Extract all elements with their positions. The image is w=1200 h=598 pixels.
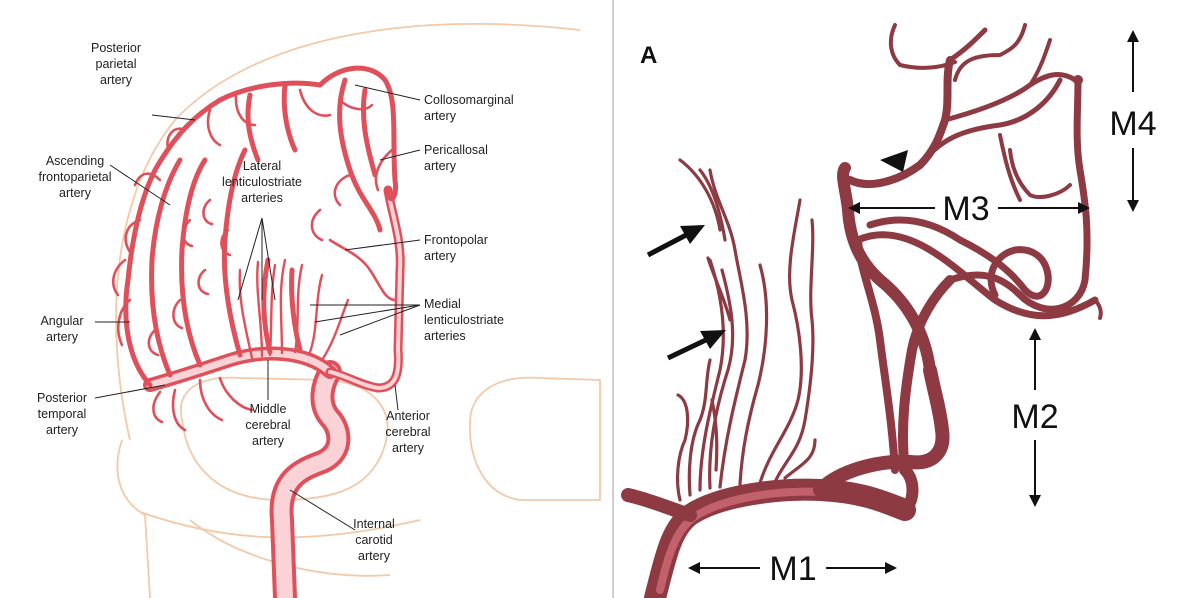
m2-measure: M2 — [1011, 328, 1059, 507]
segment-label-m4: M4 — [1109, 105, 1156, 143]
label-line: Pericallosal — [424, 143, 488, 157]
label-medial-lenticulostriate-arteries: Medial lenticulostriate arteries — [424, 297, 504, 343]
artery-tree — [111, 65, 405, 598]
label-line: Middle — [250, 402, 287, 416]
panel-letter: A — [640, 42, 657, 69]
label-line: Frontopolar — [424, 233, 488, 247]
label-line: cerebral — [385, 425, 430, 439]
label-line: temporal — [38, 407, 87, 421]
segment-label-m1: M1 — [769, 550, 816, 588]
label-line: lenticulostriate — [222, 175, 302, 189]
arrow-icon — [666, 330, 726, 361]
label-frontopolar-artery: Frontopolar artery — [424, 233, 488, 263]
m3-measure: M3 — [848, 190, 1090, 228]
label-line: artery — [46, 330, 79, 344]
label-line: parietal — [96, 57, 137, 71]
label-line: artery — [424, 249, 457, 263]
label-collosomarginal-artery: Collosomarginal artery — [424, 93, 514, 123]
label-line: artery — [100, 73, 133, 87]
label-pericallosal-artery: Pericallosal artery — [424, 143, 488, 173]
label-middle-cerebral-artery: Middle cerebral artery — [245, 402, 290, 448]
label-posterior-parietal-artery: Posterior parietal artery — [91, 41, 141, 87]
leader-lines — [94, 84, 421, 531]
label-line: cerebral — [245, 418, 290, 432]
label-line: artery — [392, 441, 425, 455]
label-line: artery — [358, 549, 391, 563]
label-line: Ascending — [46, 154, 104, 168]
label-line: artery — [424, 159, 457, 173]
label-posterior-temporal-artery: Posterior temporal artery — [37, 391, 87, 437]
left-panel-illustration: Posterior parietal artery Ascending fron… — [37, 23, 601, 598]
right-panel-illustration: A — [621, 23, 1157, 598]
label-line: arteries — [241, 191, 283, 205]
label-line: Medial — [424, 297, 461, 311]
label-line: Posterior — [37, 391, 87, 405]
label-line: Lateral — [243, 159, 281, 173]
label-line: lenticulostriate — [424, 313, 504, 327]
label-ascending-frontoparietal-artery: Ascending frontoparietal artery — [39, 154, 112, 200]
segment-label-m2: M2 — [1011, 398, 1058, 436]
label-line: artery — [252, 434, 285, 448]
mca-vessel-drawing — [621, 23, 1103, 598]
m1-measure: M1 — [688, 550, 897, 588]
label-line: carotid — [355, 533, 393, 547]
segment-label-m3: M3 — [942, 190, 989, 228]
label-lateral-lenticulostriate-arteries: Lateral lenticulostriate arteries — [222, 159, 302, 205]
label-line: Collosomarginal — [424, 93, 514, 107]
m4-measure: M4 — [1109, 30, 1157, 212]
label-line: Posterior — [91, 41, 141, 55]
arrowhead-marker-icon — [880, 150, 908, 172]
arrow-icon — [646, 225, 705, 258]
label-line: artery — [46, 423, 79, 437]
label-anterior-cerebral-artery: Anterior cerebral artery — [385, 409, 430, 455]
label-line: arteries — [424, 329, 466, 343]
label-internal-carotid-artery: Internal carotid artery — [353, 517, 395, 563]
label-line: Angular — [40, 314, 83, 328]
label-angular-artery: Angular artery — [40, 314, 83, 344]
vessel-tip — [1073, 75, 1083, 85]
label-line: Anterior — [386, 409, 430, 423]
label-line: artery — [424, 109, 457, 123]
label-line: artery — [59, 186, 92, 200]
label-line: Internal — [353, 517, 395, 531]
label-line: frontoparietal — [39, 170, 112, 184]
